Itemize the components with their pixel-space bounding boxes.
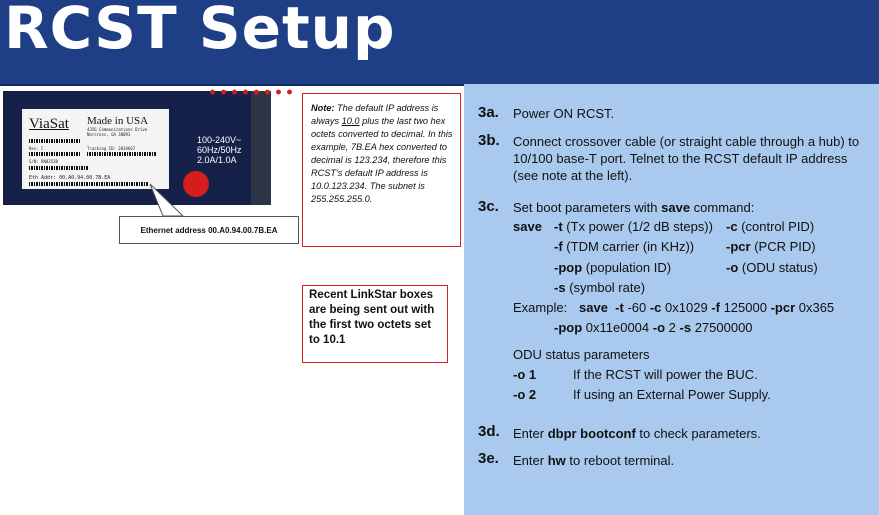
note-text-2: plus the last two hex octets converted t… — [311, 116, 453, 204]
recent-note-text: Recent LinkStar boxes are being sent out… — [309, 289, 435, 346]
param-t-flag: -t — [554, 219, 563, 234]
step-3c-text: Set boot parameters with save command: — [513, 199, 873, 216]
param-c-desc: (control PID) — [741, 219, 815, 234]
ex-s-val: 27500000 — [691, 320, 753, 335]
step-3c-pre: Set boot parameters with — [513, 200, 662, 215]
instructions-panel: 3a. Power ON RCST. 3b. Connect crossover… — [464, 84, 879, 515]
param-o: -o (ODU status) — [726, 260, 818, 275]
label-rev: Rev: C — [29, 146, 44, 151]
note-ip-prefix: 10.0 — [341, 116, 360, 126]
step-3c-cmd: save — [661, 200, 691, 215]
ex-pop-val: 0x11e0004 — [582, 320, 653, 335]
param-c: -c (control PID) — [726, 219, 814, 234]
ex-f-val: 125000 — [719, 300, 771, 315]
label-barcode-3 — [87, 152, 157, 156]
save-keyword: save — [513, 219, 542, 234]
note-text: Note: The default IP address is always 1… — [311, 102, 454, 206]
label-brand: ViaSat — [29, 116, 69, 132]
ex-f: -f — [711, 300, 720, 315]
rcst-device-photo: ViaSat Made in USA 4356 Communications D… — [3, 91, 271, 205]
param-o-flag: -o — [726, 260, 739, 275]
param-f: -f (TDM carrier (in KHz)) — [554, 239, 694, 254]
odu-2-flag: -o 2 — [513, 387, 537, 402]
voltage-line: 100-240V~ — [197, 135, 242, 145]
example-label: Example: — [513, 300, 568, 315]
label-address-1: 4356 Communications Drive — [87, 127, 148, 132]
param-s-flag: -s — [554, 280, 566, 295]
ethernet-address-callout: Ethernet address 00.A0.94.00.7B.EA — [119, 216, 299, 244]
label-tracking: Tracking ID: 2034667 — [87, 146, 136, 151]
ex-t: -t — [615, 300, 624, 315]
label-barcode-4 — [29, 166, 89, 170]
step-3d-post: to check parameters. — [635, 426, 761, 441]
step-3e-text: Enter hw to reboot terminal. — [513, 452, 873, 469]
odu-1-flag: -o 1 — [513, 367, 537, 382]
odu-title: ODU status parameters — [513, 347, 650, 362]
ex-o: -o — [652, 320, 666, 335]
label-barcode-5 — [29, 182, 149, 186]
dotted-leader-line — [207, 89, 293, 95]
param-pcr: -pcr (PCR PID) — [726, 239, 816, 254]
label-barcode-2 — [29, 152, 81, 156]
default-ip-note: Note: The default IP address is always 1… — [302, 93, 461, 247]
step-3e-post: to reboot terminal. — [565, 453, 675, 468]
param-f-flag: -f — [554, 239, 563, 254]
label-made-in: Made in USA — [87, 115, 149, 127]
ex-o-val: 2 — [665, 320, 680, 335]
label-serial: S/N: RN02538 — [29, 159, 58, 164]
callout-pointer-shape — [149, 183, 185, 217]
step-3b-number: 3b. — [478, 132, 500, 149]
device-panel-edge — [251, 91, 271, 205]
step-3e-number: 3e. — [478, 450, 499, 467]
ex-pcr: -pcr — [770, 300, 796, 315]
ex-pop: -pop — [554, 320, 583, 335]
step-3d-number: 3d. — [478, 423, 500, 440]
odu-2-desc: If using an External Power Supply. — [573, 387, 771, 402]
note-text-1: The default IP address is always — [311, 103, 439, 126]
param-f-desc: (TDM carrier (in KHz)) — [566, 239, 695, 254]
label-barcode-1 — [29, 139, 81, 143]
odu-1-desc: If the RCST will power the BUC. — [573, 367, 758, 382]
step-3b-text: Connect crossover cable (or straight cab… — [513, 134, 860, 183]
recent-linkstar-note: Recent LinkStar boxes are being sent out… — [302, 285, 448, 363]
step-3e-pre: Enter — [513, 453, 548, 468]
param-t: -t (Tx power (1/2 dB steps)) — [554, 219, 713, 234]
ex-save: save — [579, 300, 608, 315]
step-3d-cmd: dbpr bootconf — [547, 426, 636, 441]
step-3c-number: 3c. — [478, 198, 499, 215]
step-3d-text: Enter dbpr bootconf to check parameters. — [513, 425, 873, 442]
param-o-desc: (ODU status) — [741, 260, 818, 275]
page-title: RCST Setup — [4, 0, 396, 62]
param-pop: -pop (population ID) — [554, 260, 671, 275]
step-3a-text: Power ON RCST. — [513, 106, 615, 121]
header-banner: RCST Setup — [0, 0, 879, 86]
param-pcr-desc: (PCR PID) — [754, 239, 816, 254]
param-t-desc: (Tx power (1/2 dB steps)) — [566, 219, 713, 234]
voltage-rating: 100-240V~ 60Hz/50Hz 2.0A/1.0A — [197, 135, 242, 165]
ex-s: -s — [679, 320, 692, 335]
device-label: ViaSat Made in USA 4356 Communications D… — [22, 109, 169, 189]
step-3a-number: 3a. — [478, 104, 499, 121]
param-s: -s (symbol rate) — [554, 280, 645, 295]
ex-c: -c — [649, 300, 662, 315]
example-line-2: -pop 0x11e0004 -o 2 -s 27500000 — [554, 320, 753, 335]
frequency-line: 60Hz/50Hz — [197, 145, 242, 155]
ex-c-val: 0x1029 — [661, 300, 712, 315]
ethernet-port-marker — [183, 171, 209, 197]
ex-pcr-val: 0x365 — [795, 300, 835, 315]
label-address-2: Norcross, GA 30093 — [87, 132, 131, 137]
step-3c-post: command: — [690, 200, 755, 215]
param-pop-desc: (population ID) — [585, 260, 672, 275]
step-3d-pre: Enter — [513, 426, 548, 441]
param-pcr-flag: -pcr — [726, 239, 751, 254]
param-pop-flag: -pop — [554, 260, 583, 275]
step-3e-cmd: hw — [547, 453, 566, 468]
note-lead: Note: — [311, 103, 335, 113]
param-s-desc: (symbol rate) — [569, 280, 646, 295]
ex-t-val: -60 — [623, 300, 650, 315]
current-line: 2.0A/1.0A — [197, 155, 237, 165]
param-c-flag: -c — [726, 219, 738, 234]
label-eth-address: Eth Addr: 00.A0.94.00.7B.EA — [29, 175, 111, 181]
example-line-1: save -t -60 -c 0x1029 -f 125000 -pcr 0x3… — [579, 300, 834, 315]
